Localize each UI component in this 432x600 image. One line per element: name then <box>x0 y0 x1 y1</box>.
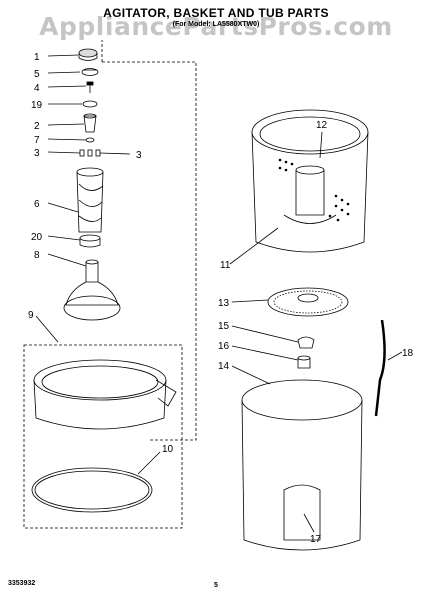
diagram-title: AGITATOR, BASKET AND TUB PARTS <box>103 6 329 20</box>
part-ring[interactable] <box>82 100 98 108</box>
callout-15: 15 <box>218 321 230 332</box>
part-coupler[interactable] <box>297 355 311 369</box>
callout-1: 1 <box>34 52 40 63</box>
part-wash-basket[interactable] <box>251 109 369 253</box>
part-agitator-base[interactable] <box>63 259 121 321</box>
callout-3-right: 3 <box>136 150 142 161</box>
part-screw[interactable] <box>86 81 94 93</box>
callout-labels: 1 5 4 19 2 7 3 3 6 20 8 9 10 11 12 13 15… <box>28 52 414 545</box>
part-spacer[interactable] <box>85 137 95 143</box>
callout-17: 17 <box>310 534 322 545</box>
part-tub-ring[interactable] <box>33 359 177 430</box>
callout-14: 14 <box>218 361 230 372</box>
dashed-connector-lines <box>23 40 197 529</box>
callout-6: 6 <box>34 199 40 210</box>
callout-11: 11 <box>220 260 231 271</box>
document-number: 3353932 <box>8 580 36 587</box>
basket-holes <box>278 158 350 222</box>
callout-4: 4 <box>34 83 40 94</box>
leader-lines <box>35 54 403 533</box>
part-spanner-nut[interactable] <box>297 336 315 349</box>
callout-10: 10 <box>162 444 174 455</box>
callout-13: 13 <box>218 298 230 309</box>
part-outer-tub[interactable] <box>241 379 363 551</box>
diagram-subtitle: (For Model: LA5580XTW0) <box>172 21 260 28</box>
callout-3-left: 3 <box>34 148 40 159</box>
callout-12: 12 <box>316 120 328 131</box>
callout-9: 9 <box>28 310 34 321</box>
part-agitator-dogs[interactable] <box>83 113 97 133</box>
callout-2: 2 <box>34 121 40 132</box>
callout-7: 7 <box>34 135 40 146</box>
part-hose[interactable] <box>374 319 386 417</box>
callout-16: 16 <box>218 341 230 352</box>
part-cam[interactable] <box>81 68 99 76</box>
part-agitator-cap[interactable] <box>78 48 98 61</box>
part-tub-gasket[interactable] <box>31 467 153 513</box>
part-cam-pieces[interactable] <box>79 149 101 157</box>
callout-20: 20 <box>31 232 43 243</box>
callout-18: 18 <box>402 348 414 359</box>
part-drive-hub[interactable] <box>267 287 349 317</box>
part-agitator-auger[interactable] <box>76 167 104 233</box>
page-number: 5 <box>214 582 218 589</box>
callout-5: 5 <box>34 69 40 80</box>
part-clutch[interactable] <box>79 234 101 248</box>
callout-8: 8 <box>34 250 40 261</box>
callout-19: 19 <box>31 100 43 111</box>
